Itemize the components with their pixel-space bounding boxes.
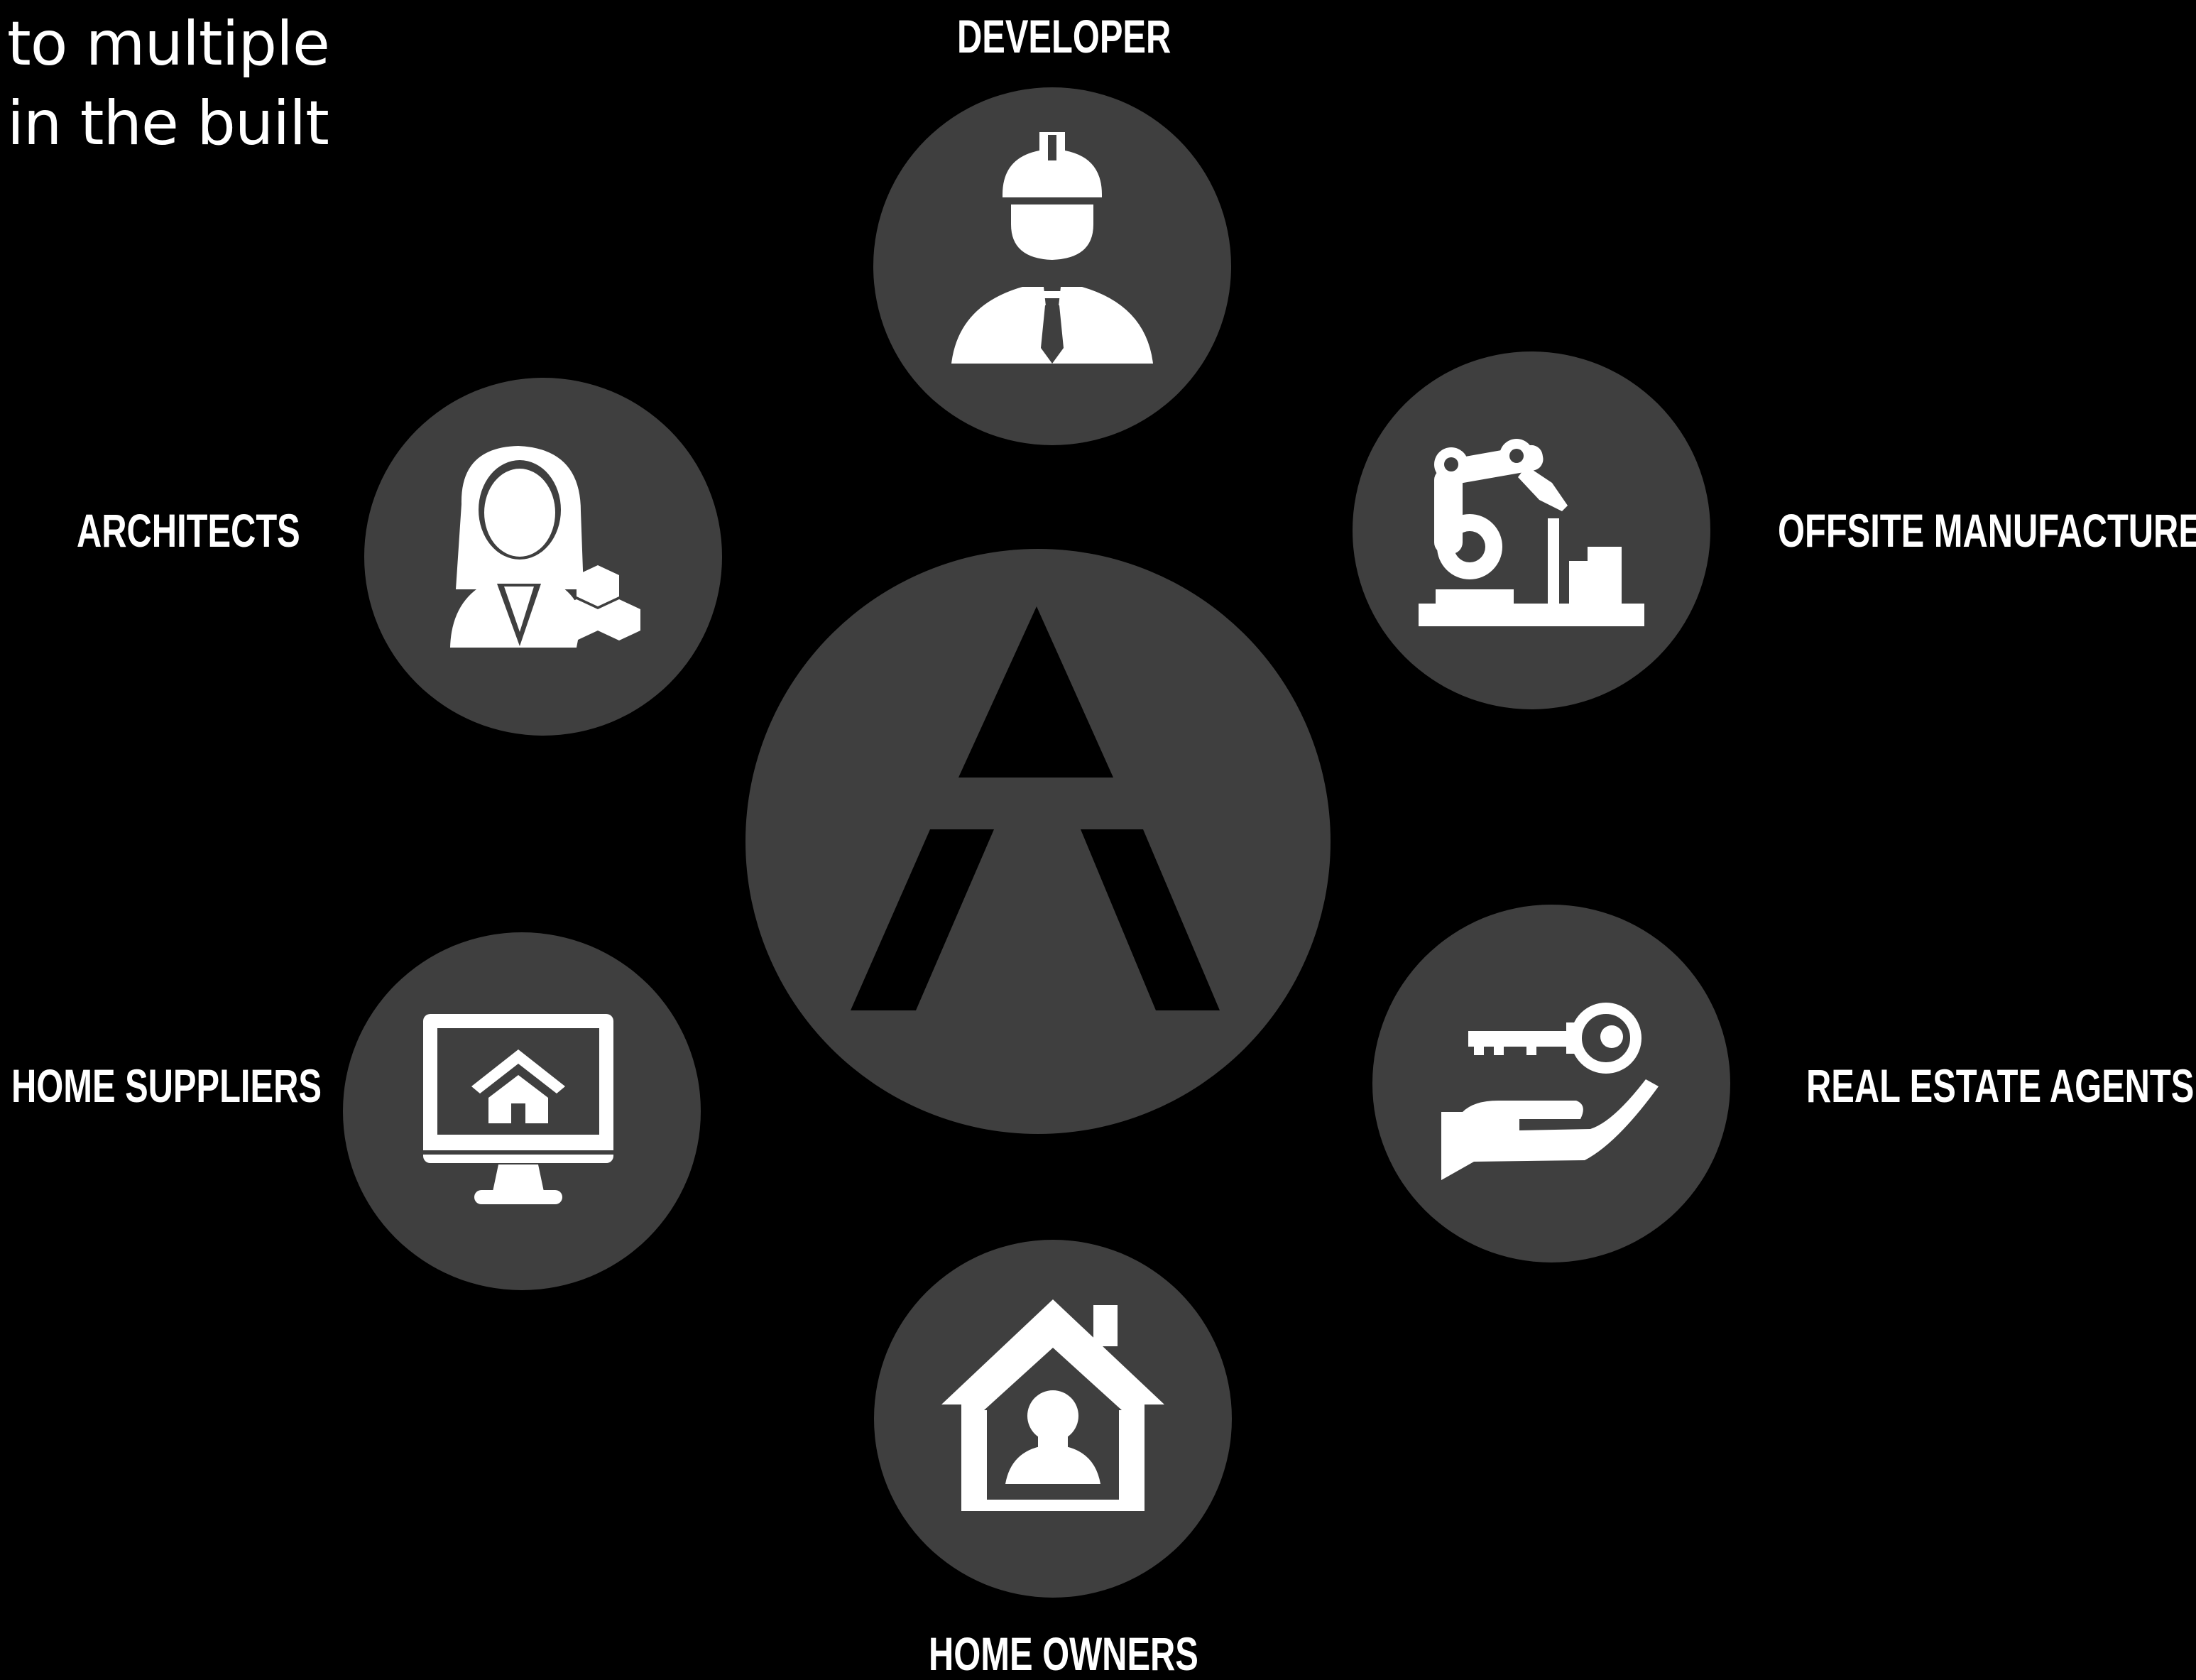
real-estate-agents-node (1372, 905, 1730, 1262)
home-suppliers-node (343, 932, 701, 1290)
developer-node (873, 87, 1231, 445)
robotic-arm-icon (1419, 439, 1644, 626)
key-in-hand-icon (1441, 1003, 1659, 1180)
home-suppliers-label: HOME SUPPLIERS (11, 1059, 322, 1112)
intro-line-1: to multiple (7, 9, 330, 80)
intro-line-2: in the built (7, 88, 329, 159)
developer-label: DEVELOPER (957, 10, 1171, 62)
home-owners-label: HOME OWNERS (929, 1627, 1198, 1680)
offsite-manufacturer-node (1353, 351, 1710, 709)
real-estate-agents-label: REAL ESTATE AGENTS (1806, 1059, 2195, 1112)
house-person-icon (941, 1299, 1164, 1511)
engineer-hardhat-icon (951, 132, 1153, 364)
monitor-house-icon (423, 1014, 613, 1204)
a-letter-logo-icon (851, 606, 1220, 1010)
architect-blocks-icon (450, 446, 640, 648)
center-logo (745, 549, 1331, 1134)
home-owners-node (874, 1240, 1232, 1598)
stacked-cubes (555, 565, 640, 640)
offsite-manufacturer-label: OFFSITE MANUFACTURER (1778, 504, 2196, 557)
architects-node (364, 378, 722, 736)
intro-text: to multiple in the built (7, 4, 376, 163)
architects-label: ARCHITECTS (77, 504, 300, 557)
